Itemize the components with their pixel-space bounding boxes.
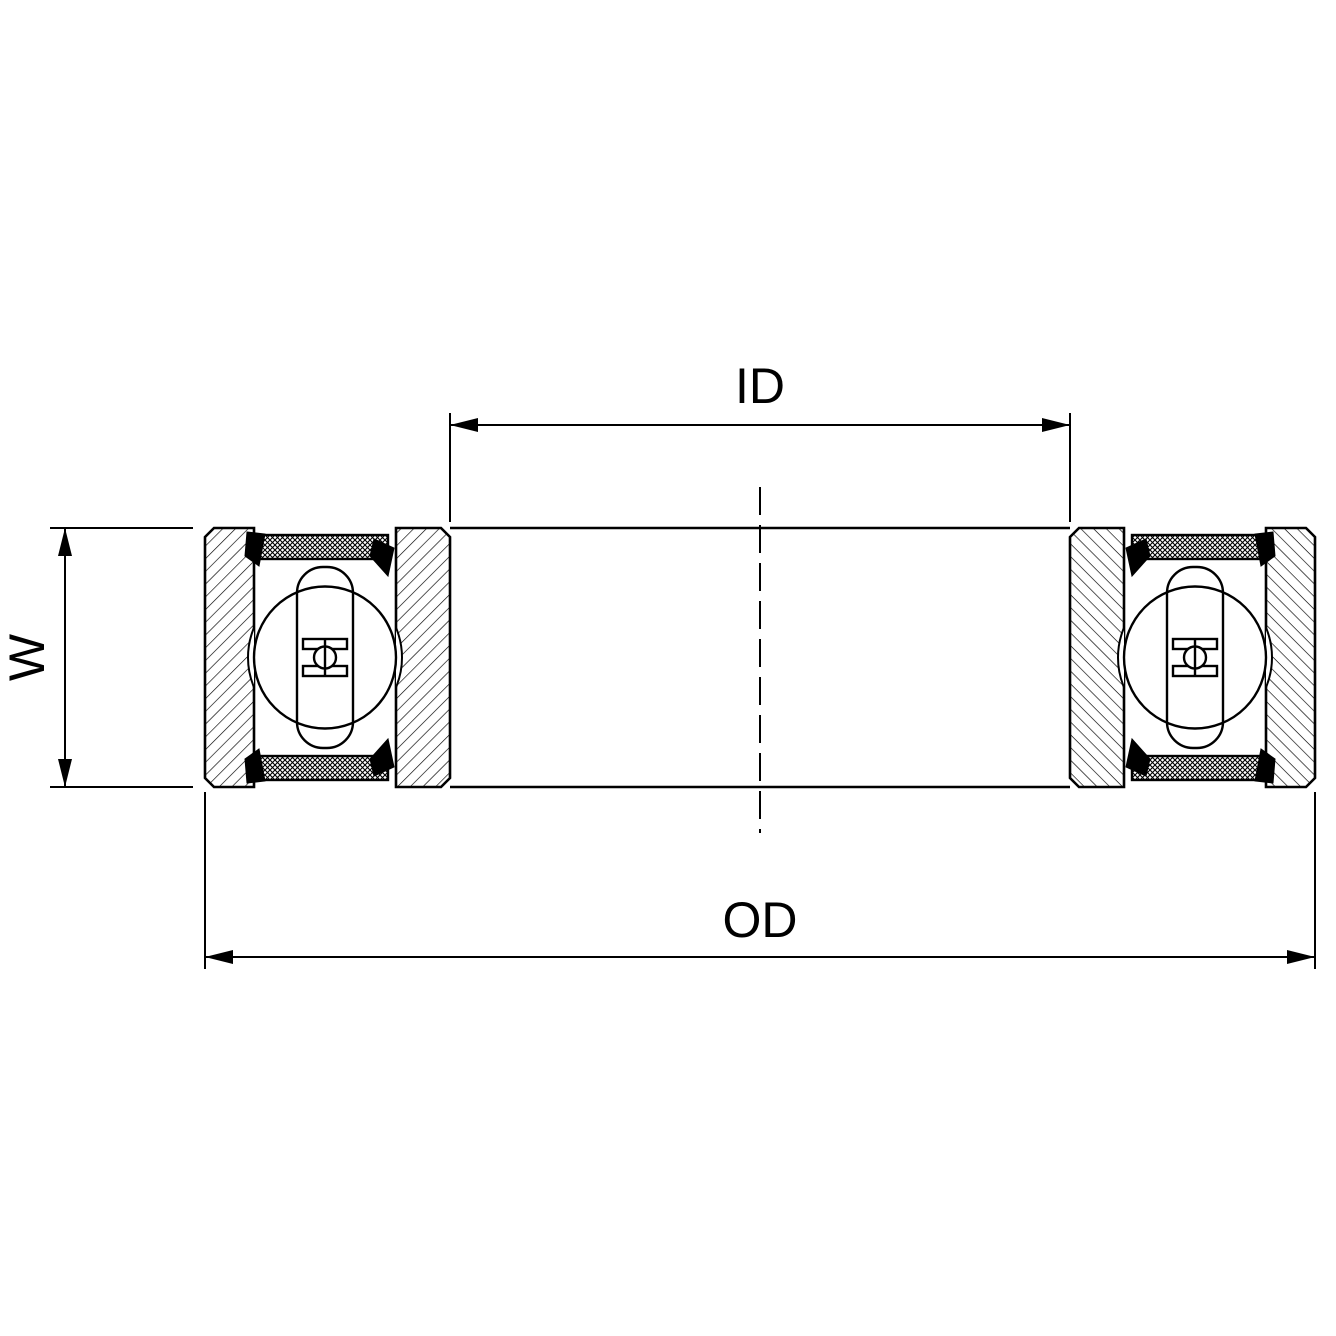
bearing-section-left (205, 528, 450, 787)
id-arrow-right (1042, 418, 1070, 432)
w-label: W (0, 633, 55, 681)
id-label: ID (735, 358, 785, 414)
od-arrow-left (205, 950, 233, 964)
od-label: OD (723, 892, 798, 948)
od-dimension: OD (204, 792, 1316, 969)
bearing-section-right (1070, 528, 1315, 787)
od-arrow-right (1287, 950, 1315, 964)
w-dimension: W (0, 527, 193, 788)
w-arrow-top (58, 528, 72, 556)
w-arrow-bottom (58, 759, 72, 787)
id-dimension: ID (449, 358, 1071, 522)
id-arrow-left (450, 418, 478, 432)
